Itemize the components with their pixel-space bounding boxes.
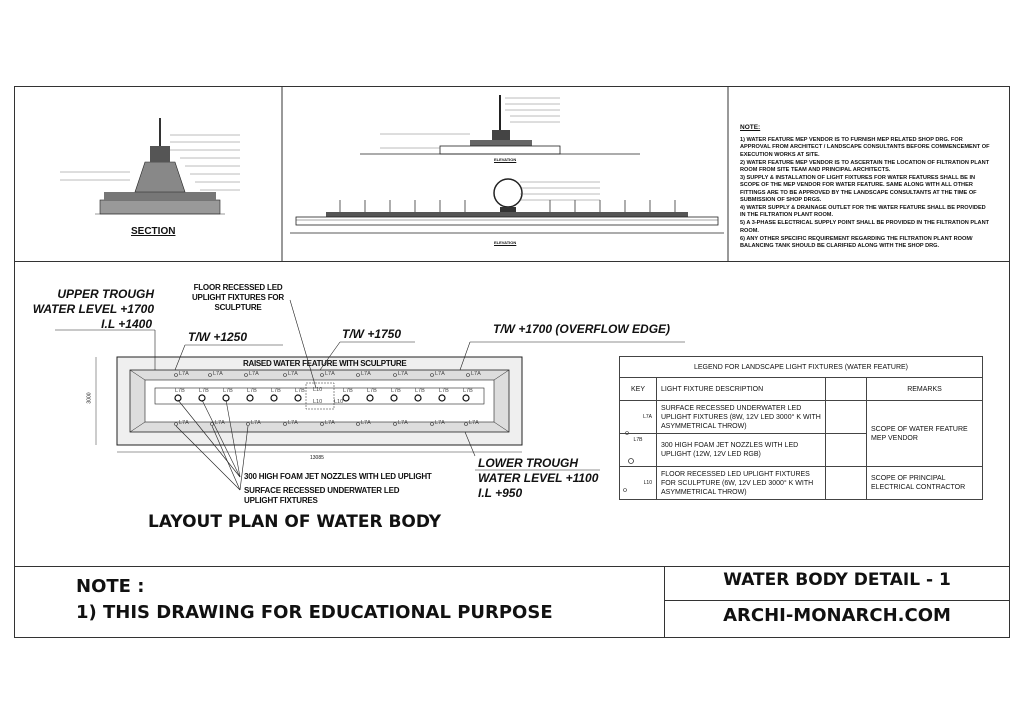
footer-divider	[664, 566, 665, 638]
plan-title: LAYOUT PLAN OF WATER BODY	[148, 512, 442, 532]
l7b-key: L7B	[175, 388, 185, 394]
raised-feature-label: RAISED WATER FEATURE WITH SCULPTURE	[243, 359, 407, 368]
surface-recessed-line: UPLIGHT FIXTURES	[244, 496, 318, 505]
l7a-key: L7A	[398, 371, 408, 377]
legend-table: LEGEND FOR LANDSCAPE LIGHT FIXTURES (WAT…	[619, 356, 983, 500]
elevation-drawing-1	[360, 95, 640, 155]
tw-1250-label: T/W +1250	[188, 330, 248, 344]
legend-col-remarks: REMARKS	[866, 377, 983, 401]
l7a-key: L7A	[325, 371, 335, 377]
l7a-key: L7A	[249, 371, 259, 377]
note-item: 3) SUPPLY & INSTALLATION OF LIGHT FIXTUR…	[740, 175, 977, 203]
l7b-key: L7B	[439, 388, 449, 394]
floor-recessed-line: UPLIGHT FIXTURES FOR	[191, 293, 284, 302]
lower-trough-line: LOWER TROUGH	[478, 456, 578, 470]
floor-recessed-label: FLOOR RECESSED LED UPLIGHT FIXTURES FOR …	[178, 283, 298, 313]
l7a-key: L7A	[469, 420, 479, 426]
l7a-key: L7A	[288, 420, 298, 426]
upper-trough-il: I.L +1400	[101, 317, 152, 331]
l7b-key: L7B	[295, 388, 305, 394]
legend-remark-electrical: SCOPE OF PRINCIPAL ELECTRICAL CONTRACTOR	[866, 466, 983, 500]
l7a-key: L7A	[398, 420, 408, 426]
note-item: 5) A 3-PHASE ELECTRICAL SUPPLY POINT SHA…	[740, 220, 990, 234]
l7a-key: L7A	[288, 371, 298, 377]
detail-top-panel	[14, 86, 1010, 262]
note-item: 2) WATER FEATURE MEP VENDOR IS TO ASCERT…	[740, 159, 990, 174]
section-drawing	[60, 118, 240, 215]
l7b-key: L7B	[391, 388, 401, 394]
l7a-key: L7A	[179, 371, 189, 377]
lower-trough-il: I.L +950	[478, 486, 523, 500]
drawing-title: WATER BODY DETAIL - 1	[723, 570, 951, 590]
l7b-key: L7B	[343, 388, 353, 394]
l7a-key: L7A	[435, 420, 445, 426]
l7a-key: L7A	[251, 420, 261, 426]
l7b-key: L7B	[415, 388, 425, 394]
upper-trough-level: WATER LEVEL +1700	[32, 302, 154, 316]
l7a-key: L7A	[213, 371, 223, 377]
legend-blank	[825, 466, 867, 500]
elevation-drawing-2	[290, 178, 724, 234]
note-item: 6) ANY OTHER SPECIFIC REQUIREMENT REGARD…	[740, 235, 973, 250]
foam-jet-label: 300 HIGH FOAM JET NOZZLES WITH LED UPLIG…	[244, 472, 432, 481]
l7a-key: L7A	[471, 371, 481, 377]
legend-blank	[825, 400, 867, 434]
legend-title: LEGEND FOR LANDSCAPE LIGHT FIXTURES (WAT…	[619, 356, 983, 378]
legend-key-l10: L10	[619, 466, 657, 500]
footer-title-divider	[664, 600, 1010, 601]
tw-1750-label: T/W +1750	[342, 327, 402, 341]
l7b-key: L7B	[223, 388, 233, 394]
l7b-key: L7B	[463, 388, 473, 394]
floor-recessed-line: SCULPTURE	[214, 303, 262, 312]
footer-panel	[14, 566, 1010, 638]
l7b-key: L7B	[367, 388, 377, 394]
upper-trough-line: UPPER TROUGH	[57, 287, 154, 301]
legend-key-l7a: L7A	[619, 400, 657, 434]
legend-blank	[825, 433, 867, 467]
l10-key: L10	[313, 387, 323, 393]
note-item: 1) WATER FEATURE MEP VENDOR IS TO FURNIS…	[740, 137, 990, 158]
height-dimension: 3000	[86, 392, 93, 404]
legend-desc-l10: FLOOR RECESSED LED UPLIGHT FIXTURES FOR …	[656, 466, 826, 500]
legend-desc-l7b: 300 HIGH FOAM JET NOZZLES WITH LED UPLIG…	[656, 433, 826, 467]
surface-recessed-label: SURFACE RECESSED UNDERWATER LED UPLIGHT …	[244, 486, 400, 506]
legend-desc-l7a: SURFACE RECESSED UNDERWATER LED UPLIGHT …	[656, 400, 826, 434]
notes-title: NOTE:	[740, 124, 761, 131]
elevation-label-1: ELEVATION	[494, 157, 517, 162]
footer-note-heading: NOTE :	[76, 576, 145, 597]
footer-note-text: 1) THIS DRAWING FOR EDUCATIONAL PURPOSE	[76, 602, 553, 623]
lower-trough-level: WATER LEVEL +1100	[478, 471, 599, 485]
legend-key-l7b: L7B	[619, 433, 657, 467]
legend-col-desc: LIGHT FIXTURE DESCRIPTION	[656, 377, 826, 401]
width-dimension: 13085	[310, 455, 324, 461]
legend-col-blank	[825, 377, 867, 401]
l7b-key: L7B	[199, 388, 209, 394]
l7a-key: L7A	[361, 371, 371, 377]
l7a-key: L7A	[361, 420, 371, 426]
elevation-label-2: ELEVATION	[494, 240, 517, 245]
note-item: 4) WATER SUPPLY & DRAINAGE OUTLET FOR TH…	[740, 205, 986, 219]
section-label: SECTION	[131, 226, 176, 237]
l7a-key: L7A	[215, 420, 225, 426]
l7b-key: L7B	[271, 388, 281, 394]
plan-drawing	[55, 299, 685, 492]
website-label: ARCHI-MONARCH.COM	[723, 605, 951, 626]
l10-key: L10	[313, 399, 323, 405]
tw-1700-label: T/W +1700 (OVERFLOW EDGE)	[493, 322, 671, 336]
l7a-key: L7A	[435, 371, 445, 377]
floor-recessed-line: FLOOR RECESSED LED	[193, 283, 283, 292]
l7a-key: L7A	[179, 420, 189, 426]
l7b-key: L7B	[247, 388, 257, 394]
surface-recessed-line: SURFACE RECESSED UNDERWATER LED	[244, 486, 400, 495]
upper-trough-label: UPPER TROUGH WATER LEVEL +1700 I.L +1400	[20, 287, 154, 332]
l7a-key: L7A	[325, 420, 335, 426]
l10-key: L10	[334, 399, 344, 405]
legend-col-key: KEY	[619, 377, 657, 401]
general-notes: NOTE: 1) WATER FEATURE MEP VENDOR IS TO …	[740, 124, 990, 251]
lower-trough-label: LOWER TROUGH WATER LEVEL +1100 I.L +950	[478, 456, 598, 501]
legend-remark-mep: SCOPE OF WATER FEATURE MEP VENDOR	[866, 400, 983, 467]
